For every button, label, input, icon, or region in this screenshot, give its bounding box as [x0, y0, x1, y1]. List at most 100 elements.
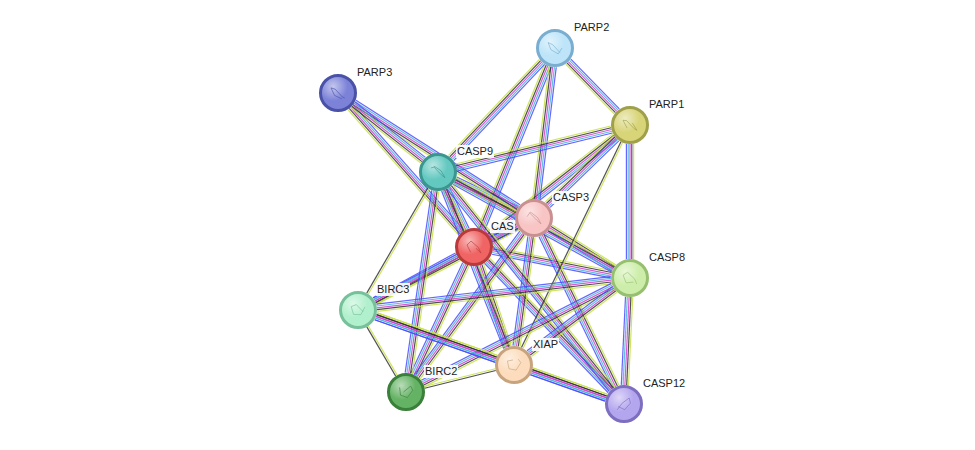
node-fill [389, 375, 424, 410]
evidence-line [450, 61, 541, 157]
evidence-line [353, 105, 423, 160]
node-circle [339, 291, 377, 329]
evidence-line [538, 67, 554, 199]
evidence-line [456, 126, 611, 164]
structure-sketch [548, 43, 562, 54]
evidence-line [523, 142, 622, 348]
evidence-line [532, 371, 606, 397]
structure-sketch [527, 212, 541, 224]
node-circle [611, 106, 649, 144]
node-fill [538, 31, 573, 66]
evidence-line [457, 131, 612, 169]
protein-node: BIRC2 [387, 373, 425, 411]
evidence-line [621, 297, 625, 385]
node-fill [613, 261, 648, 296]
evidence-line [453, 184, 612, 272]
protein-label: CASP8 [648, 251, 686, 264]
protein-label: CAS [490, 220, 515, 233]
evidence-line [448, 59, 539, 155]
evidence-line [354, 103, 424, 158]
node-fill [517, 201, 552, 236]
structure-sketch [507, 359, 521, 370]
structure-sketch [467, 241, 481, 253]
evidence-line [451, 62, 542, 158]
evidence-line [452, 63, 543, 159]
interaction-edge [376, 277, 611, 312]
interaction-edge [456, 126, 613, 171]
evidence-line [533, 368, 607, 394]
node-shine [342, 294, 374, 326]
evidence-line [566, 64, 614, 114]
node-circle [515, 199, 553, 237]
interaction-edge [531, 368, 608, 401]
node-shine [422, 156, 454, 188]
evidence-line [352, 106, 422, 161]
interaction-edge [487, 134, 618, 238]
protein-label: CASP12 [642, 377, 686, 390]
evidence-line [409, 191, 436, 373]
evidence-line [536, 67, 552, 199]
node-fill [421, 155, 456, 190]
structure-sketch [617, 398, 630, 410]
evidence-line [633, 144, 634, 259]
evidence-line [530, 291, 616, 355]
protein-node: XIAP [495, 346, 533, 384]
protein-node: BIRC3 [339, 291, 377, 329]
evidence-line [421, 283, 611, 380]
evidence-line [351, 107, 462, 233]
node-circle [419, 153, 457, 191]
evidence-line [368, 326, 397, 375]
node-fill [457, 230, 492, 265]
evidence-line [521, 142, 620, 348]
evidence-line [376, 277, 610, 305]
evidence-line [631, 144, 632, 259]
node-shine [539, 32, 571, 64]
node-shine [518, 202, 550, 234]
node-fill [497, 348, 532, 383]
evidence-line [550, 141, 619, 208]
evidence-line [349, 108, 460, 234]
structure-sketch [331, 88, 345, 99]
interaction-edge [367, 188, 430, 294]
node-shine [498, 349, 530, 381]
node-circle [319, 74, 357, 112]
structure-sketch [400, 386, 413, 397]
evidence-line [531, 373, 605, 399]
interaction-edge [348, 105, 464, 235]
evidence-line [423, 287, 613, 384]
node-fill [341, 293, 376, 328]
node-circle [455, 228, 493, 266]
evidence-line [568, 62, 616, 112]
protein-node: CASP9 [419, 153, 457, 191]
evidence-line [352, 106, 463, 232]
protein-label: PARP2 [573, 21, 610, 34]
node-circle [611, 259, 649, 297]
evidence-line [629, 144, 630, 259]
evidence-line [626, 144, 627, 259]
protein-label: BIRC2 [424, 365, 458, 378]
protein-label: CASP9 [456, 145, 494, 158]
evidence-line [407, 191, 434, 373]
protein-node: CASP12 [605, 385, 643, 423]
evidence-line [527, 287, 613, 351]
evidence-line [424, 288, 614, 385]
interaction-edge [367, 326, 397, 376]
evidence-line [355, 102, 425, 157]
evidence-line [531, 375, 605, 401]
evidence-line [412, 191, 439, 373]
node-fill [613, 108, 648, 143]
node-shine [614, 109, 646, 141]
evidence-line [628, 144, 629, 259]
protein-node: CASP3 [515, 199, 553, 237]
protein-node: CAS [455, 228, 493, 266]
protein-node: PARP2 [536, 29, 574, 67]
structure-sketch [351, 305, 365, 315]
node-shine [458, 231, 490, 263]
evidence-line [367, 327, 396, 376]
interaction-edge [566, 59, 620, 114]
node-shine [390, 376, 422, 408]
interaction-edge [621, 297, 632, 385]
evidence-line [540, 67, 556, 199]
evidence-line [567, 63, 615, 113]
